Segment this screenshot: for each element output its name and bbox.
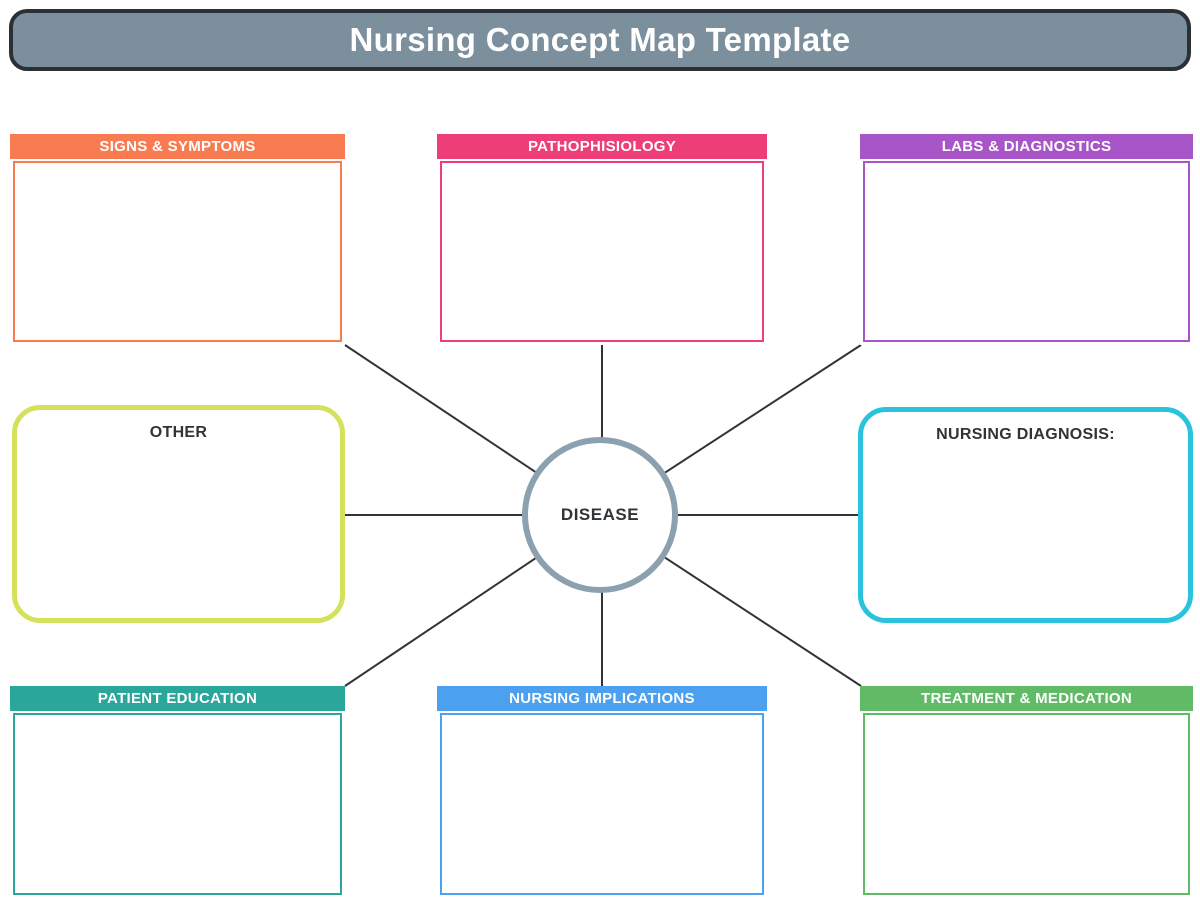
box-signs-symptoms-header: SIGNS & SYMPTOMS — [10, 134, 345, 159]
box-treatment-medication-content[interactable] — [863, 713, 1190, 895]
box-nursing-diagnosis[interactable]: NURSING DIAGNOSIS: — [858, 407, 1193, 623]
box-labs-diagnostics-label: LABS & DIAGNOSTICS — [941, 138, 1112, 155]
box-signs-symptoms-label: SIGNS & SYMPTOMS — [99, 138, 256, 155]
box-patient-education[interactable]: PATIENT EDUCATION — [10, 686, 345, 898]
box-patient-education-header: PATIENT EDUCATION — [10, 686, 345, 711]
box-patient-education-content[interactable] — [13, 713, 342, 895]
box-nursing-implications[interactable]: NURSING IMPLICATIONS — [437, 686, 767, 898]
box-nursing-implications-header: NURSING IMPLICATIONS — [437, 686, 767, 711]
box-signs-symptoms-content[interactable] — [13, 161, 342, 342]
box-pathophisiology-content[interactable] — [440, 161, 764, 342]
box-nursing-implications-label: NURSING IMPLICATIONS — [509, 690, 695, 707]
box-other[interactable]: OTHER — [12, 405, 345, 623]
box-pathophisiology-header: PATHOPHISIOLOGY — [437, 134, 767, 159]
title-bar: Nursing Concept Map Template — [9, 9, 1191, 71]
box-other-label: OTHER — [149, 424, 208, 441]
box-nursing-implications-content[interactable] — [440, 713, 764, 895]
box-patient-education-label: PATIENT EDUCATION — [97, 690, 258, 707]
box-signs-symptoms[interactable]: SIGNS & SYMPTOMS — [10, 134, 345, 345]
disease-label: DISEASE — [560, 505, 640, 524]
box-treatment-medication[interactable]: TREATMENT & MEDICATION — [860, 686, 1193, 898]
disease-node[interactable]: DISEASE — [522, 437, 678, 593]
box-treatment-medication-header: TREATMENT & MEDICATION — [860, 686, 1193, 711]
box-pathophisiology[interactable]: PATHOPHISIOLOGY — [437, 134, 767, 345]
box-nursing-diagnosis-label: NURSING DIAGNOSIS: — [936, 426, 1115, 443]
box-treatment-medication-label: TREATMENT & MEDICATION — [920, 690, 1133, 707]
box-labs-diagnostics-header: LABS & DIAGNOSTICS — [860, 134, 1193, 159]
page-title: Nursing Concept Map Template — [349, 21, 851, 58]
box-labs-diagnostics-content[interactable] — [863, 161, 1190, 342]
box-pathophisiology-label: PATHOPHISIOLOGY — [527, 138, 677, 155]
box-labs-diagnostics[interactable]: LABS & DIAGNOSTICS — [860, 134, 1193, 345]
